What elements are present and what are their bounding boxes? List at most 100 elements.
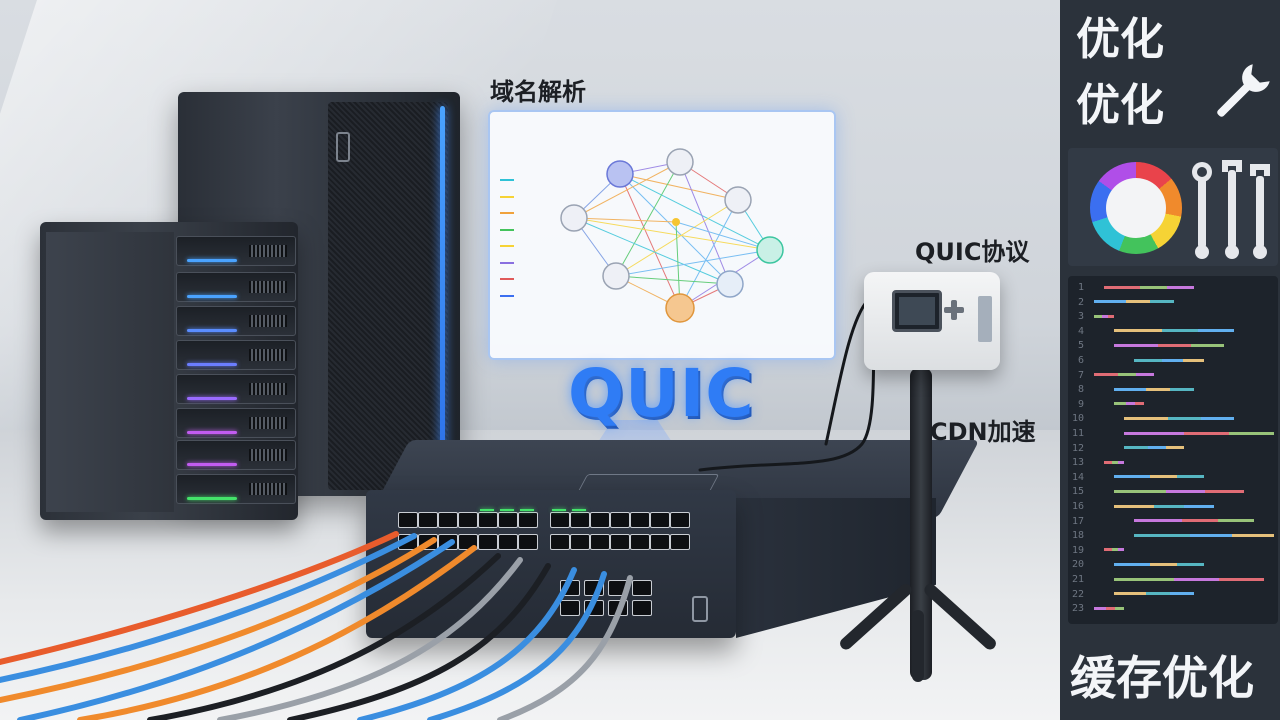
ethernet-port — [610, 512, 630, 528]
switch-power-button — [692, 596, 708, 622]
cables — [0, 298, 878, 720]
tower-led-strip — [440, 106, 445, 486]
code-line: 15 — [1068, 486, 1244, 502]
drive-bay — [176, 474, 296, 504]
cable-orange — [0, 537, 437, 703]
code-line: 7 — [1068, 370, 1154, 386]
graph-node — [756, 236, 784, 264]
code-line: 19 — [1068, 545, 1124, 561]
ethernet-port — [570, 534, 590, 550]
code-line: 21 — [1068, 574, 1264, 590]
code-line: 22 — [1068, 589, 1194, 605]
ethernet-port — [518, 509, 538, 528]
cdn-label: CDN加速 — [930, 418, 1036, 446]
cable-black — [287, 563, 551, 720]
cable-grey — [217, 557, 523, 720]
code-line: 10 — [1068, 413, 1234, 429]
ethernet-port — [550, 534, 570, 550]
cable-orange — [77, 545, 477, 720]
code-line: 9 — [1068, 399, 1144, 415]
graph-node — [716, 270, 744, 298]
ethernet-port — [570, 509, 590, 528]
ethernet-port — [670, 534, 690, 550]
quic-protocol-label: QUIC协议 — [915, 238, 1030, 266]
cable-device — [698, 298, 878, 472]
cable-orange-red — [0, 531, 399, 665]
cable-blue — [357, 567, 577, 720]
code-line: 14 — [1068, 472, 1204, 488]
graph-node — [666, 148, 694, 176]
code-line: 8 — [1068, 384, 1194, 400]
sfp-port — [560, 600, 580, 616]
drive-bay — [176, 306, 296, 336]
code-line: 11 — [1068, 428, 1274, 444]
device-side-panel — [978, 296, 992, 342]
drive-bay — [176, 408, 296, 438]
drive-bay — [176, 272, 296, 302]
sidebar-title-line1: 优化 — [1076, 14, 1164, 65]
drive-bay — [176, 374, 296, 404]
color-wheel-icon — [1090, 162, 1182, 254]
ethernet-port — [650, 534, 670, 550]
rack-server — [40, 222, 298, 520]
code-line: 4 — [1068, 326, 1234, 342]
ethernet-port — [518, 534, 538, 550]
dpad-icon — [944, 300, 964, 320]
spanner-icon — [1192, 160, 1270, 259]
graph-legend — [500, 172, 570, 304]
network-diagram-panel — [488, 110, 836, 360]
dns-label: 域名解析 — [490, 78, 586, 106]
ethernet-port — [498, 534, 518, 550]
code-line: 20 — [1068, 559, 1204, 575]
tripod-pole — [910, 368, 932, 680]
scene: 域名解析 QUIC QUIC协议 CD — [0, 0, 1060, 720]
cable-black — [147, 553, 501, 720]
sfp-port — [632, 600, 652, 616]
quic-device — [864, 272, 1000, 370]
drive-bay — [176, 440, 296, 470]
ethernet-port — [650, 512, 670, 528]
tripod-leg — [912, 610, 924, 682]
tower-mesh-panel — [328, 102, 448, 490]
code-line: 18 — [1068, 530, 1274, 546]
network-graph — [560, 148, 784, 323]
code-line: 2 — [1068, 297, 1174, 313]
graph-node — [606, 160, 634, 188]
ethernet-port — [630, 512, 650, 528]
code-line: 3 — [1068, 311, 1114, 327]
ethernet-port — [550, 509, 570, 528]
device-screen — [892, 290, 942, 332]
code-line: 12 — [1068, 443, 1184, 459]
graph-node — [724, 186, 752, 214]
ethernet-port — [498, 509, 518, 528]
code-line: 6 — [1068, 355, 1204, 371]
cache-optimization-title: 缓存优化 — [1070, 651, 1254, 705]
graph-node — [602, 262, 630, 290]
ethernet-port — [670, 512, 690, 528]
code-line: 1 — [1068, 282, 1194, 298]
quic-title: QUIC — [568, 355, 755, 432]
ethernet-port — [590, 512, 610, 528]
ethernet-port — [478, 534, 498, 550]
sidebar-title-line2: 优化 — [1076, 80, 1164, 131]
tower-power-button — [336, 132, 350, 162]
drive-bay — [176, 340, 296, 370]
ethernet-port — [610, 534, 630, 550]
cable-blue — [17, 539, 455, 720]
tools-panel — [1068, 148, 1278, 266]
wrench-icon — [1217, 64, 1270, 117]
graph-node — [665, 293, 695, 323]
code-line: 13 — [1068, 457, 1124, 473]
hub-node — [672, 218, 680, 226]
cable-device — [824, 298, 870, 446]
rack-side-panel — [46, 232, 174, 512]
sfp-port — [632, 580, 652, 596]
code-line: 17 — [1068, 516, 1254, 532]
cable-blue — [427, 571, 607, 720]
ethernet-port — [438, 512, 458, 528]
ethernet-port — [418, 512, 438, 528]
ethernet-port — [458, 512, 478, 528]
graph-node — [560, 204, 588, 232]
